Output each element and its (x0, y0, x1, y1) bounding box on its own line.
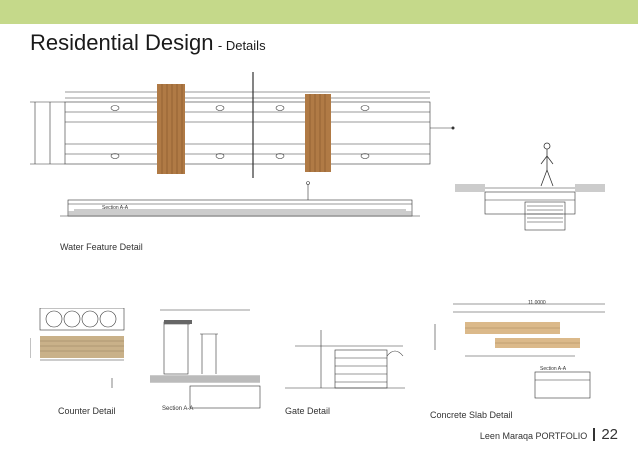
portfolio-label: Leen Maraqa PORTFOLIO (479, 431, 588, 441)
gate-caption: Gate Detail (285, 406, 331, 416)
slab-dimension-label: 11.0000 (528, 300, 546, 306)
counter-section-drawing (150, 309, 261, 409)
pool-edge-section-drawing (455, 142, 605, 231)
plan-section-label: Section A-A (102, 205, 129, 211)
gate-detail-drawing (285, 330, 405, 389)
page-number: 22 (601, 426, 618, 443)
counter-detail-drawing (30, 308, 125, 388)
water-feature-caption: Water Feature Detail (60, 242, 143, 252)
concrete-slab-drawing (434, 303, 605, 399)
slab-section-label: Section A-A (540, 366, 567, 372)
footer: Leen Maraqa PORTFOLIO 22 (480, 426, 618, 443)
header-accent-bar (0, 0, 638, 24)
counter-caption: Counter Detail (58, 406, 116, 416)
title-main: Residential Design (30, 30, 214, 55)
footer-divider (593, 428, 596, 441)
slab-caption: Concrete Slab Detail (430, 410, 513, 420)
water-feature-section-drawing (60, 181, 420, 217)
water-feature-plan-drawing (30, 72, 455, 178)
counter-section-label: Section A-A (162, 406, 194, 412)
page-title: Residential Design - Details (30, 30, 266, 56)
title-sub: - Details (217, 38, 266, 53)
